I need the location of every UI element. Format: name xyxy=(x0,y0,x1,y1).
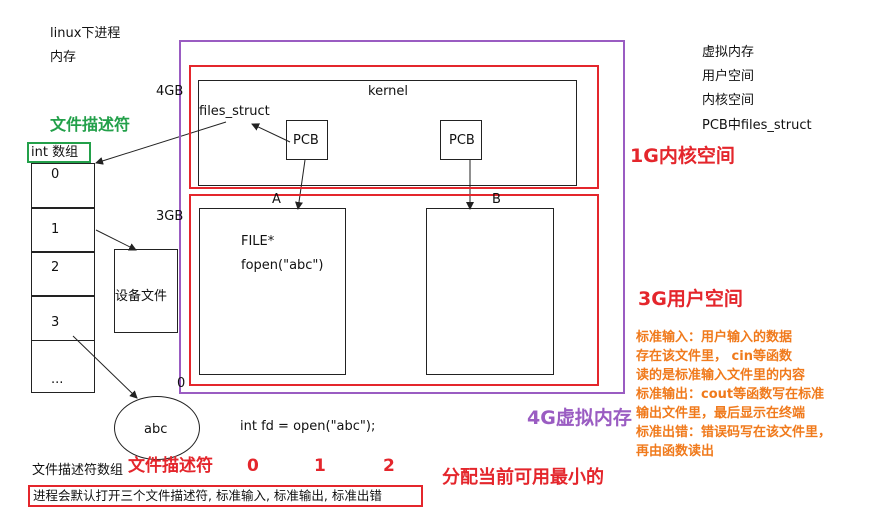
arrow-cell1-to-device xyxy=(95,229,137,251)
proc-a-label: A xyxy=(272,192,281,207)
kernel-label: kernel xyxy=(368,84,409,99)
device-file-label: 设备文件 xyxy=(115,289,168,304)
pcb-a-label: PCB xyxy=(293,133,319,148)
fd-array-caption: 文件描述符数组 xyxy=(32,463,124,478)
process-b-box xyxy=(426,208,554,375)
arrow-pcb-to-files-struct xyxy=(251,123,291,143)
fd-number-2: 2 xyxy=(383,456,395,476)
arrow-pcb-a-to-proc-a xyxy=(295,159,306,210)
addr-4gb: 4GB xyxy=(156,84,184,99)
device-file-box xyxy=(114,249,178,333)
note-virtual-memory: 虚拟内存 xyxy=(702,45,755,60)
alloc-rule-annotation: 分配当前可用最小的 xyxy=(442,467,604,488)
addr-0: 0 xyxy=(177,376,186,391)
user-space-box xyxy=(189,194,599,386)
user-space-annotation: 3G用户空间 xyxy=(638,288,743,310)
std-desc-line: 标准输出：cout等函数写在标准 xyxy=(636,387,825,402)
file-ptr-label: FILE* xyxy=(241,234,275,249)
fd-bottom-annotation: 文件描述符 xyxy=(128,456,213,476)
default-fds-box xyxy=(28,485,423,507)
std-desc-line: 输出文件里，最后显示在终端 xyxy=(636,406,806,421)
fd-cell-0 xyxy=(31,163,95,208)
virtual-memory-box xyxy=(179,40,625,394)
note-memory: 内存 xyxy=(50,50,77,65)
std-desc-line: 读的是标准输入文件里的内容 xyxy=(636,368,806,383)
process-a-box xyxy=(199,208,346,375)
fopen-label: fopen("abc") xyxy=(241,258,324,273)
fd-cell-3-label: 3 xyxy=(51,315,60,330)
addr-3gb: 3GB xyxy=(156,209,184,224)
fd-number-1: 1 xyxy=(314,456,326,476)
fd-cell-more-label: ... xyxy=(51,372,64,387)
note-kernel-space: 内核空间 xyxy=(702,93,755,108)
proc-b-label: B xyxy=(492,192,501,207)
open-call-label: int fd = open("abc"); xyxy=(240,419,376,434)
fd-cell-3 xyxy=(31,296,95,341)
fd-number-0: 0 xyxy=(247,456,259,476)
virtual-memory-annotation: 4G虚拟内存 xyxy=(527,407,632,429)
note-linux-process: linux下进程 xyxy=(50,26,121,41)
arrow-files-struct-to-array xyxy=(95,121,227,165)
arrow-cell3-to-abc xyxy=(72,335,138,399)
kernel-space-box xyxy=(189,65,599,189)
default-fds-text: 进程会默认打开三个文件描述符, 标准输入, 标准输出, 标准出错 xyxy=(33,488,382,503)
int-array-header: int 数组 xyxy=(31,145,79,160)
std-desc-line: 再由函数读出 xyxy=(636,444,715,459)
pcb-b-label: PCB xyxy=(449,133,475,148)
std-desc-line: 标准出错：错误码写在该文件里， xyxy=(636,425,832,440)
fd-cell-1 xyxy=(31,208,95,252)
kernel-box xyxy=(198,80,577,186)
abc-file-ellipse xyxy=(114,396,200,460)
abc-file-label: abc xyxy=(144,422,168,437)
int-array-header-box xyxy=(27,142,91,163)
pcb-a-box xyxy=(286,120,328,160)
note-pcb-files-struct: PCB中files_struct xyxy=(702,118,812,133)
fd-cell-2 xyxy=(31,252,95,296)
note-user-space: 用户空间 xyxy=(702,69,755,84)
fd-cell-2-label: 2 xyxy=(51,260,60,275)
std-desc-line: 标准输入：用户输入的数据 xyxy=(636,330,793,345)
fd-cell-1-label: 1 xyxy=(51,222,60,237)
files-struct-label: files_struct xyxy=(199,104,270,119)
pcb-b-box xyxy=(440,120,482,160)
fd-title: 文件描述符 xyxy=(50,115,131,134)
fd-cell-0-label: 0 xyxy=(51,167,60,182)
std-desc-line: 存在该文件里， cin等函数 xyxy=(636,349,792,364)
kernel-space-annotation: 1G内核空间 xyxy=(630,145,735,167)
